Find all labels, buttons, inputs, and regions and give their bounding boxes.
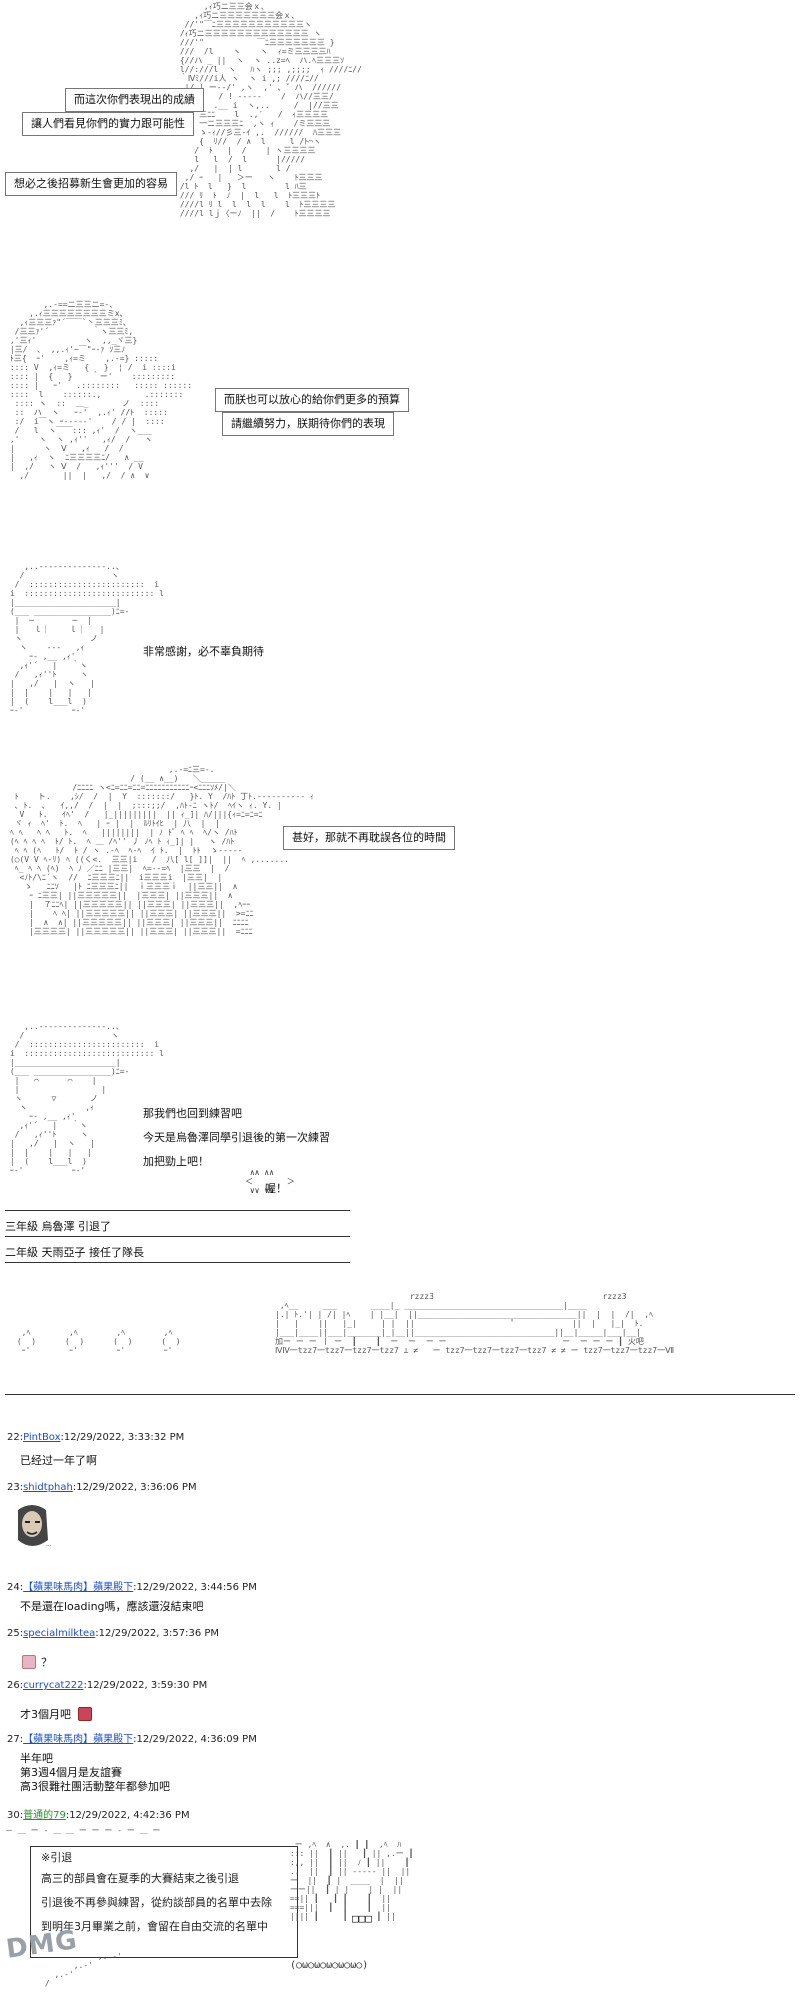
ascii-art-train: rzzz3 rzzz3 ,ﾍ__ ___ ____|_ ____________…	[275, 1292, 675, 1355]
speech-line-5: 請繼續努力，朕期待你們的表現	[222, 412, 394, 436]
ascii-art-figure-5: ,..-‐‐‐‐‐‐‐‐‐‐‐‐-..、 / ヽ / :::::::::::::…	[9, 1022, 164, 1175]
comment-number: 22:	[7, 1432, 24, 1443]
ascii-art-note-border: － ＿ ー ‐ ＿ ＿ ー ー ー ‐ ー ＿ ー	[5, 1826, 161, 1835]
comment-time: :12/29/2022, 3:57:36 PM	[95, 1628, 220, 1639]
ascii-art-stairs: ,. ‐' ,.‐' ,.‐' /	[44, 1952, 122, 1988]
speech-line-10: 加把勁上吧！	[143, 1155, 209, 1168]
speech-line-7: 甚好，那就不再耽誤各位的時間	[283, 826, 455, 850]
caption-new-captain: 二年級 天雨亞子 接任了隊長	[5, 1246, 144, 1259]
comment-number: 24:	[7, 1582, 24, 1593]
speech-line-2: 讓人們看見你們的實力跟可能性	[22, 112, 194, 136]
speech-line-1: 而這次你們表現出的成績	[65, 88, 204, 112]
comment-body-26-wrap: 才3個月吧	[20, 1703, 93, 1722]
comment-body-26: 才3個月吧	[20, 1708, 71, 1721]
sticker-icon	[78, 1706, 93, 1721]
comment-header-26: 26:currycat222:12/29/2022, 3:59:30 PM	[7, 1680, 207, 1691]
comment-number: 27:	[7, 1734, 24, 1745]
note-line-2: 引退後不再參與練習，從約談部員的名單中去除	[41, 1896, 272, 1909]
note-line-3: 到明年3月畢業之前，會留在自由交流的名單中	[41, 1920, 268, 1933]
speech-line-4: 而朕也可以放心的給你們更多的預算	[215, 388, 409, 412]
comment-number: 23:	[7, 1482, 24, 1493]
comment-body-25: ？	[41, 1656, 53, 1669]
svg-text:...: ...	[46, 1541, 52, 1548]
comment-time: :12/29/2022, 3:36:06 PM	[72, 1482, 197, 1493]
shout-burst: ∧∧ ∧∧ ＜ ＞ ∨∨ ∨∨	[245, 1168, 295, 1195]
speech-line-8: 那我們也回到練習吧	[143, 1107, 242, 1120]
comment-user-link[interactable]: currycat222	[23, 1680, 84, 1691]
comment-number: 26:	[7, 1680, 24, 1691]
ascii-art-figure-2: ,.-==ニ三三ニ=-、 ,.ｨ三三三三三三三三ミx、 ,ｨ三三三ｧ"´￣￣`丶…	[9, 300, 193, 480]
comment-body-27: 半年吧 第3週4個月是友誼賽 高3很難社團活動整年都參加吧	[20, 1752, 170, 1793]
comment-user-link[interactable]: PintBox	[23, 1432, 61, 1443]
comment-body-24: 不是還在loading嗎，應該還沒結束吧	[20, 1600, 204, 1613]
comment-time: :12/29/2022, 4:36:09 PM	[133, 1734, 257, 1745]
speech-line-9: 今天是烏魯澤同學引退後的第一次練習	[143, 1131, 330, 1144]
ascii-art-figure-3: ,..-‐‐‐‐‐‐‐‐‐‐‐‐-..、 / ヽ / :::::::::::::…	[9, 562, 164, 715]
comment-number: 30:	[7, 1810, 24, 1821]
comment-number: 25:	[7, 1628, 24, 1639]
divider-4	[5, 1394, 795, 1395]
note-title: ※引退	[41, 1851, 73, 1864]
sticker-icon	[22, 1654, 36, 1669]
comment-user-link[interactable]: shidtphah	[23, 1482, 73, 1493]
comment-time: :12/29/2022, 4:42:36 PM	[65, 1810, 190, 1821]
meme-image-icon: ...	[10, 1500, 56, 1554]
comment-user-link[interactable]: 普通的79	[23, 1810, 66, 1821]
speech-line-3: 想必之後招募新生會更加的容易	[5, 172, 177, 196]
comment-user-link[interactable]: 【蘋果味馬肉】蘋果殿下	[23, 1582, 134, 1593]
caption-retired: 三年級 烏魯澤 引退了	[5, 1220, 111, 1233]
ascii-art-figure-1: ,ｨ巧ニ三三会ｘ、 ,ｨ巧ニ三三三三三三三会ｘ、 //'"￣ﾆ三三三三三三三三三…	[179, 2, 362, 218]
speech-line-6: 非常感謝，必不辜負期待	[143, 645, 264, 658]
shout-text: 喔！	[265, 1182, 287, 1195]
comment-header-23: 23:shidtphah:12/29/2022, 3:36:06 PM	[7, 1482, 197, 1493]
comment-header-27: 27:【蘋果味馬肉】蘋果殿下:12/29/2022, 4:36:09 PM	[7, 1730, 257, 1745]
retirement-note-box: ※引退 高三的部員會在夏季的大賽結束之後引退 引退後不再參與練習，從約談部員的名…	[30, 1846, 298, 1958]
comment-body-25-wrap: ？	[20, 1651, 52, 1670]
divider-1	[5, 1210, 350, 1211]
comment-header-25: 25:specialmilktea:12/29/2022, 3:57:36 PM	[7, 1628, 219, 1639]
comment-time: :12/29/2022, 3:44:56 PM	[133, 1582, 257, 1593]
audience-bubbles: (○ω○ω○ω○ω○ω○)	[290, 1960, 369, 1971]
comment-header-30: 30:普通的79:12/29/2022, 4:42:36 PM	[7, 1806, 190, 1821]
comment-time: :12/29/2022, 3:33:32 PM	[60, 1432, 185, 1443]
comment-body-22: 已经过一年了啊	[20, 1454, 97, 1467]
comment-time: :12/29/2022, 3:59:30 PM	[83, 1680, 208, 1691]
divider-2	[5, 1236, 350, 1237]
comment-header-24: 24:【蘋果味馬肉】蘋果殿下:12/29/2022, 3:44:56 PM	[7, 1578, 257, 1593]
comment-user-link[interactable]: specialmilktea	[23, 1628, 96, 1639]
ascii-art-dots: ,ﾍ ,ﾍ ,ﾍ ,ﾍ ( ) ( ) ( ) ( ) ｰ' ｰ' ｰ' ｰ'	[16, 1328, 181, 1355]
ascii-art-crowd-4: ,.-=ﾆ三=-. / (__ ∧__) ＼_____ /ﾆﾆﾆﾆ ヽ<ﾆ=ﾆﾆ…	[9, 765, 314, 936]
monitor-screen: □□□	[352, 1912, 372, 1925]
comment-user-link[interactable]: 【蘋果味馬肉】蘋果殿下	[23, 1734, 134, 1745]
divider-3	[5, 1262, 350, 1263]
note-line-1: 高三的部員會在夏季的大賽結束之後引退	[41, 1872, 239, 1885]
ascii-art-room: ー ,ﾍ ∧ ,. ┃ ┃ ,ﾍ ﾊ ::: || ┃ || ┃ || ,.ー …	[289, 1840, 414, 1921]
comment-header-22: 22:PintBox:12/29/2022, 3:33:32 PM	[7, 1432, 184, 1443]
